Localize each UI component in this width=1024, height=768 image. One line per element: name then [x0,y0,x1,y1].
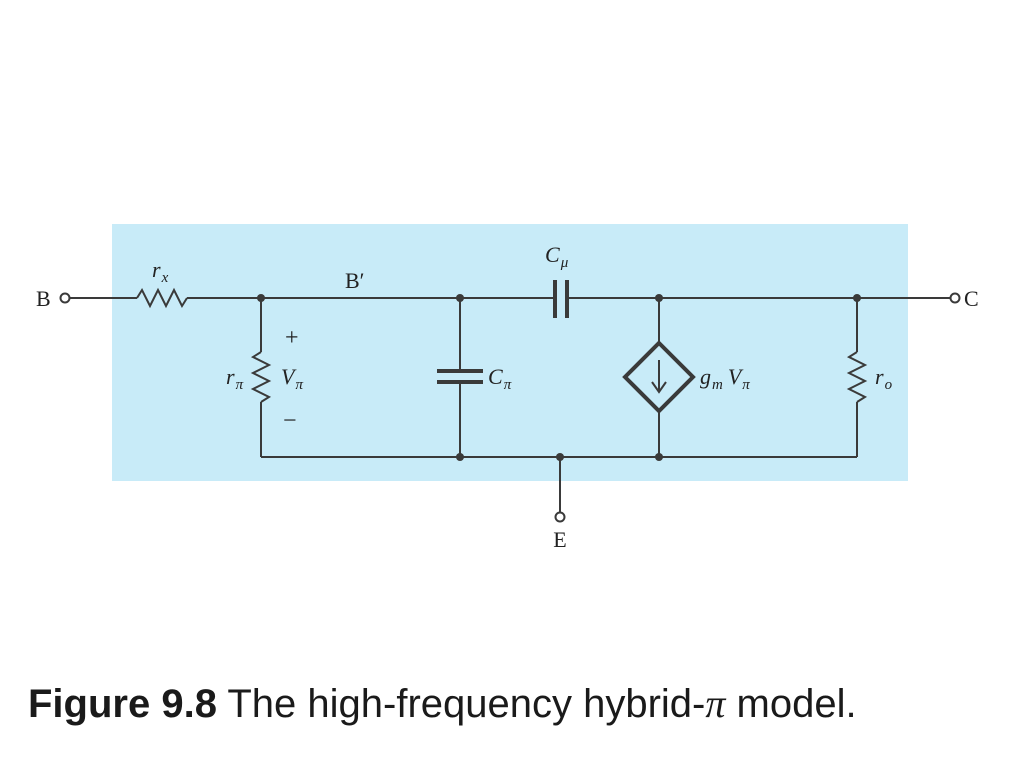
figure-caption: Figure 9.8 The high-frequency hybrid-π m… [28,680,857,727]
rpi-label: rπ [226,364,244,393]
figure-number: Figure 9.8 [28,682,217,726]
junction-dot [257,294,265,302]
rpi-resistor [250,351,272,403]
cpi-label: Cπ [488,364,512,393]
cmu-label: Cμ [545,242,569,271]
junction-dot [456,294,464,302]
collector-label: C [964,286,979,311]
junction-dot [456,453,464,461]
rx-resistor [136,287,188,309]
ro-resistor [846,351,868,403]
internal-base-label: B′ [345,268,365,293]
rx-label: rx [152,257,169,286]
caption-pi: π [705,681,726,726]
junction-dot [853,294,861,302]
gm-arrow-head [651,381,667,394]
vpi-minus: − [283,408,297,434]
caption-text-after: model. [725,682,857,726]
junction-dot [655,453,663,461]
circuit-panel [112,224,908,481]
base-label: B [36,286,51,311]
vpi-label: Vπ [281,364,303,393]
emitter-terminal [554,511,566,523]
base-terminal [59,292,71,304]
vpi-plus: + [285,325,299,351]
caption-text-before: The high-frequency hybrid- [216,682,706,726]
collector-terminal [949,292,961,304]
ro-label: ro [875,364,893,393]
emitter-label: E [553,527,566,552]
junction-dot [556,453,564,461]
junction-dot [655,294,663,302]
